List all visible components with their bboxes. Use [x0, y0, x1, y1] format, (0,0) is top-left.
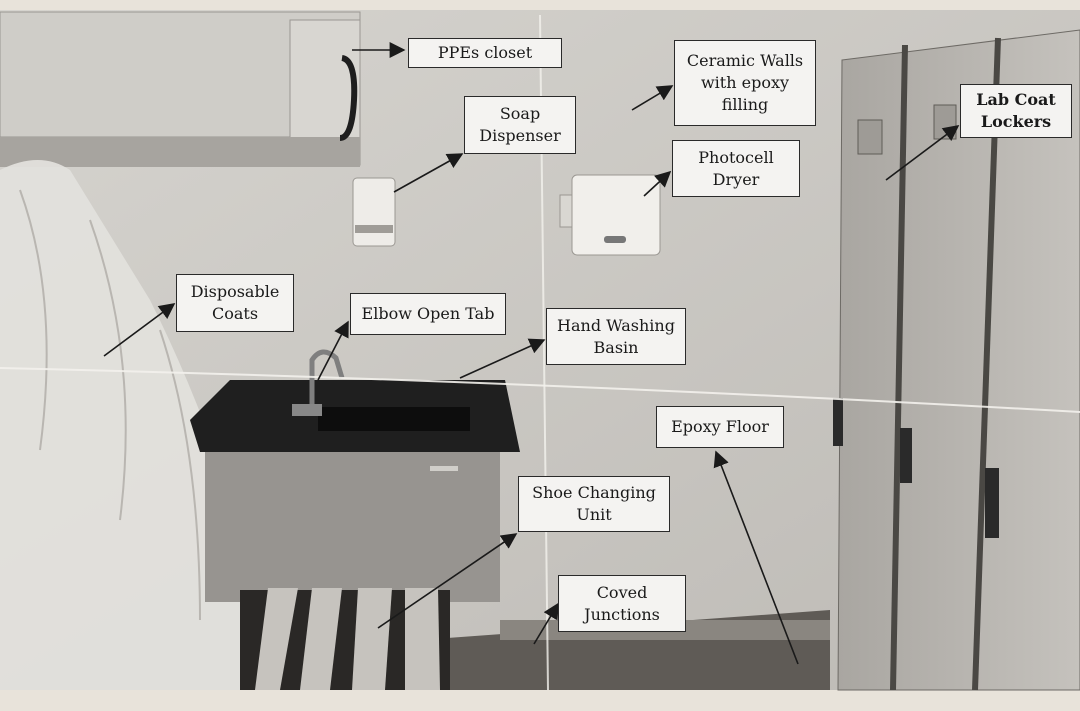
label-ceramic-walls-line1: Ceramic Walls	[686, 51, 804, 70]
label-shoe-changing-unit: Shoe Changing Unit	[518, 476, 670, 532]
callout-arrows	[103, 42, 960, 665]
label-soap-dispenser-line2: Dispenser	[479, 126, 561, 145]
label-ceramic-walls-line3: filling	[721, 95, 769, 114]
soap-dispenser-icon	[352, 177, 396, 247]
label-disposable-coats: Disposable Coats	[176, 274, 294, 332]
label-ceramic-walls-line2: with epoxy	[700, 73, 790, 92]
label-shoe-changing-unit-line2: Unit	[576, 505, 612, 524]
label-photocell-dryer-line2: Dryer	[712, 169, 760, 189]
label-ppes-closet-text: PPEs closet	[437, 43, 533, 62]
label-elbow-open-tab-text: Elbow Open Tab	[361, 304, 495, 323]
label-coved-junctions-line2: Junctions	[584, 604, 660, 624]
locker-icon	[833, 29, 1080, 691]
label-soap-dispenser-line1: Soap	[499, 104, 541, 123]
label-ceramic-walls: Ceramic Walls with epoxy filling	[674, 40, 816, 126]
label-disposable-coats-line1: Disposable	[190, 282, 280, 301]
label-coved-junctions-line1: Coved	[596, 582, 648, 602]
label-soap-dispenser: Soap Dispenser	[464, 96, 576, 154]
label-epoxy-floor: Epoxy Floor	[656, 406, 784, 448]
label-hand-washing-basin: Hand Washing Basin	[546, 308, 686, 365]
label-photocell-dryer: Photocell Dryer	[672, 140, 800, 197]
label-photocell-dryer-line1: Photocell	[698, 147, 774, 167]
label-shoe-changing-unit-line1: Shoe Changing	[532, 483, 656, 502]
label-elbow-open-tab: Elbow Open Tab	[350, 293, 506, 335]
label-disposable-coats-line2: Coats	[211, 304, 259, 323]
label-coved-junctions: Coved Junctions	[558, 575, 686, 632]
label-epoxy-floor-text: Epoxy Floor	[671, 417, 769, 436]
shoe-rack-icon	[240, 588, 450, 690]
photocell-dryer-icon	[559, 174, 661, 256]
label-ppes-closet: PPEs closet	[408, 38, 562, 68]
label-hand-washing-basin-line2: Basin	[593, 337, 639, 357]
basin-icon	[190, 349, 520, 602]
label-lab-coat-lockers-line1: Lab Coat	[976, 90, 1056, 109]
label-hand-washing-basin-line1: Hand Washing	[557, 315, 675, 335]
ppe-closet-icon	[0, 11, 361, 167]
label-lab-coat-lockers: Lab Coat Lockers	[960, 84, 1072, 138]
label-lab-coat-lockers-line2: Lockers	[980, 112, 1052, 131]
